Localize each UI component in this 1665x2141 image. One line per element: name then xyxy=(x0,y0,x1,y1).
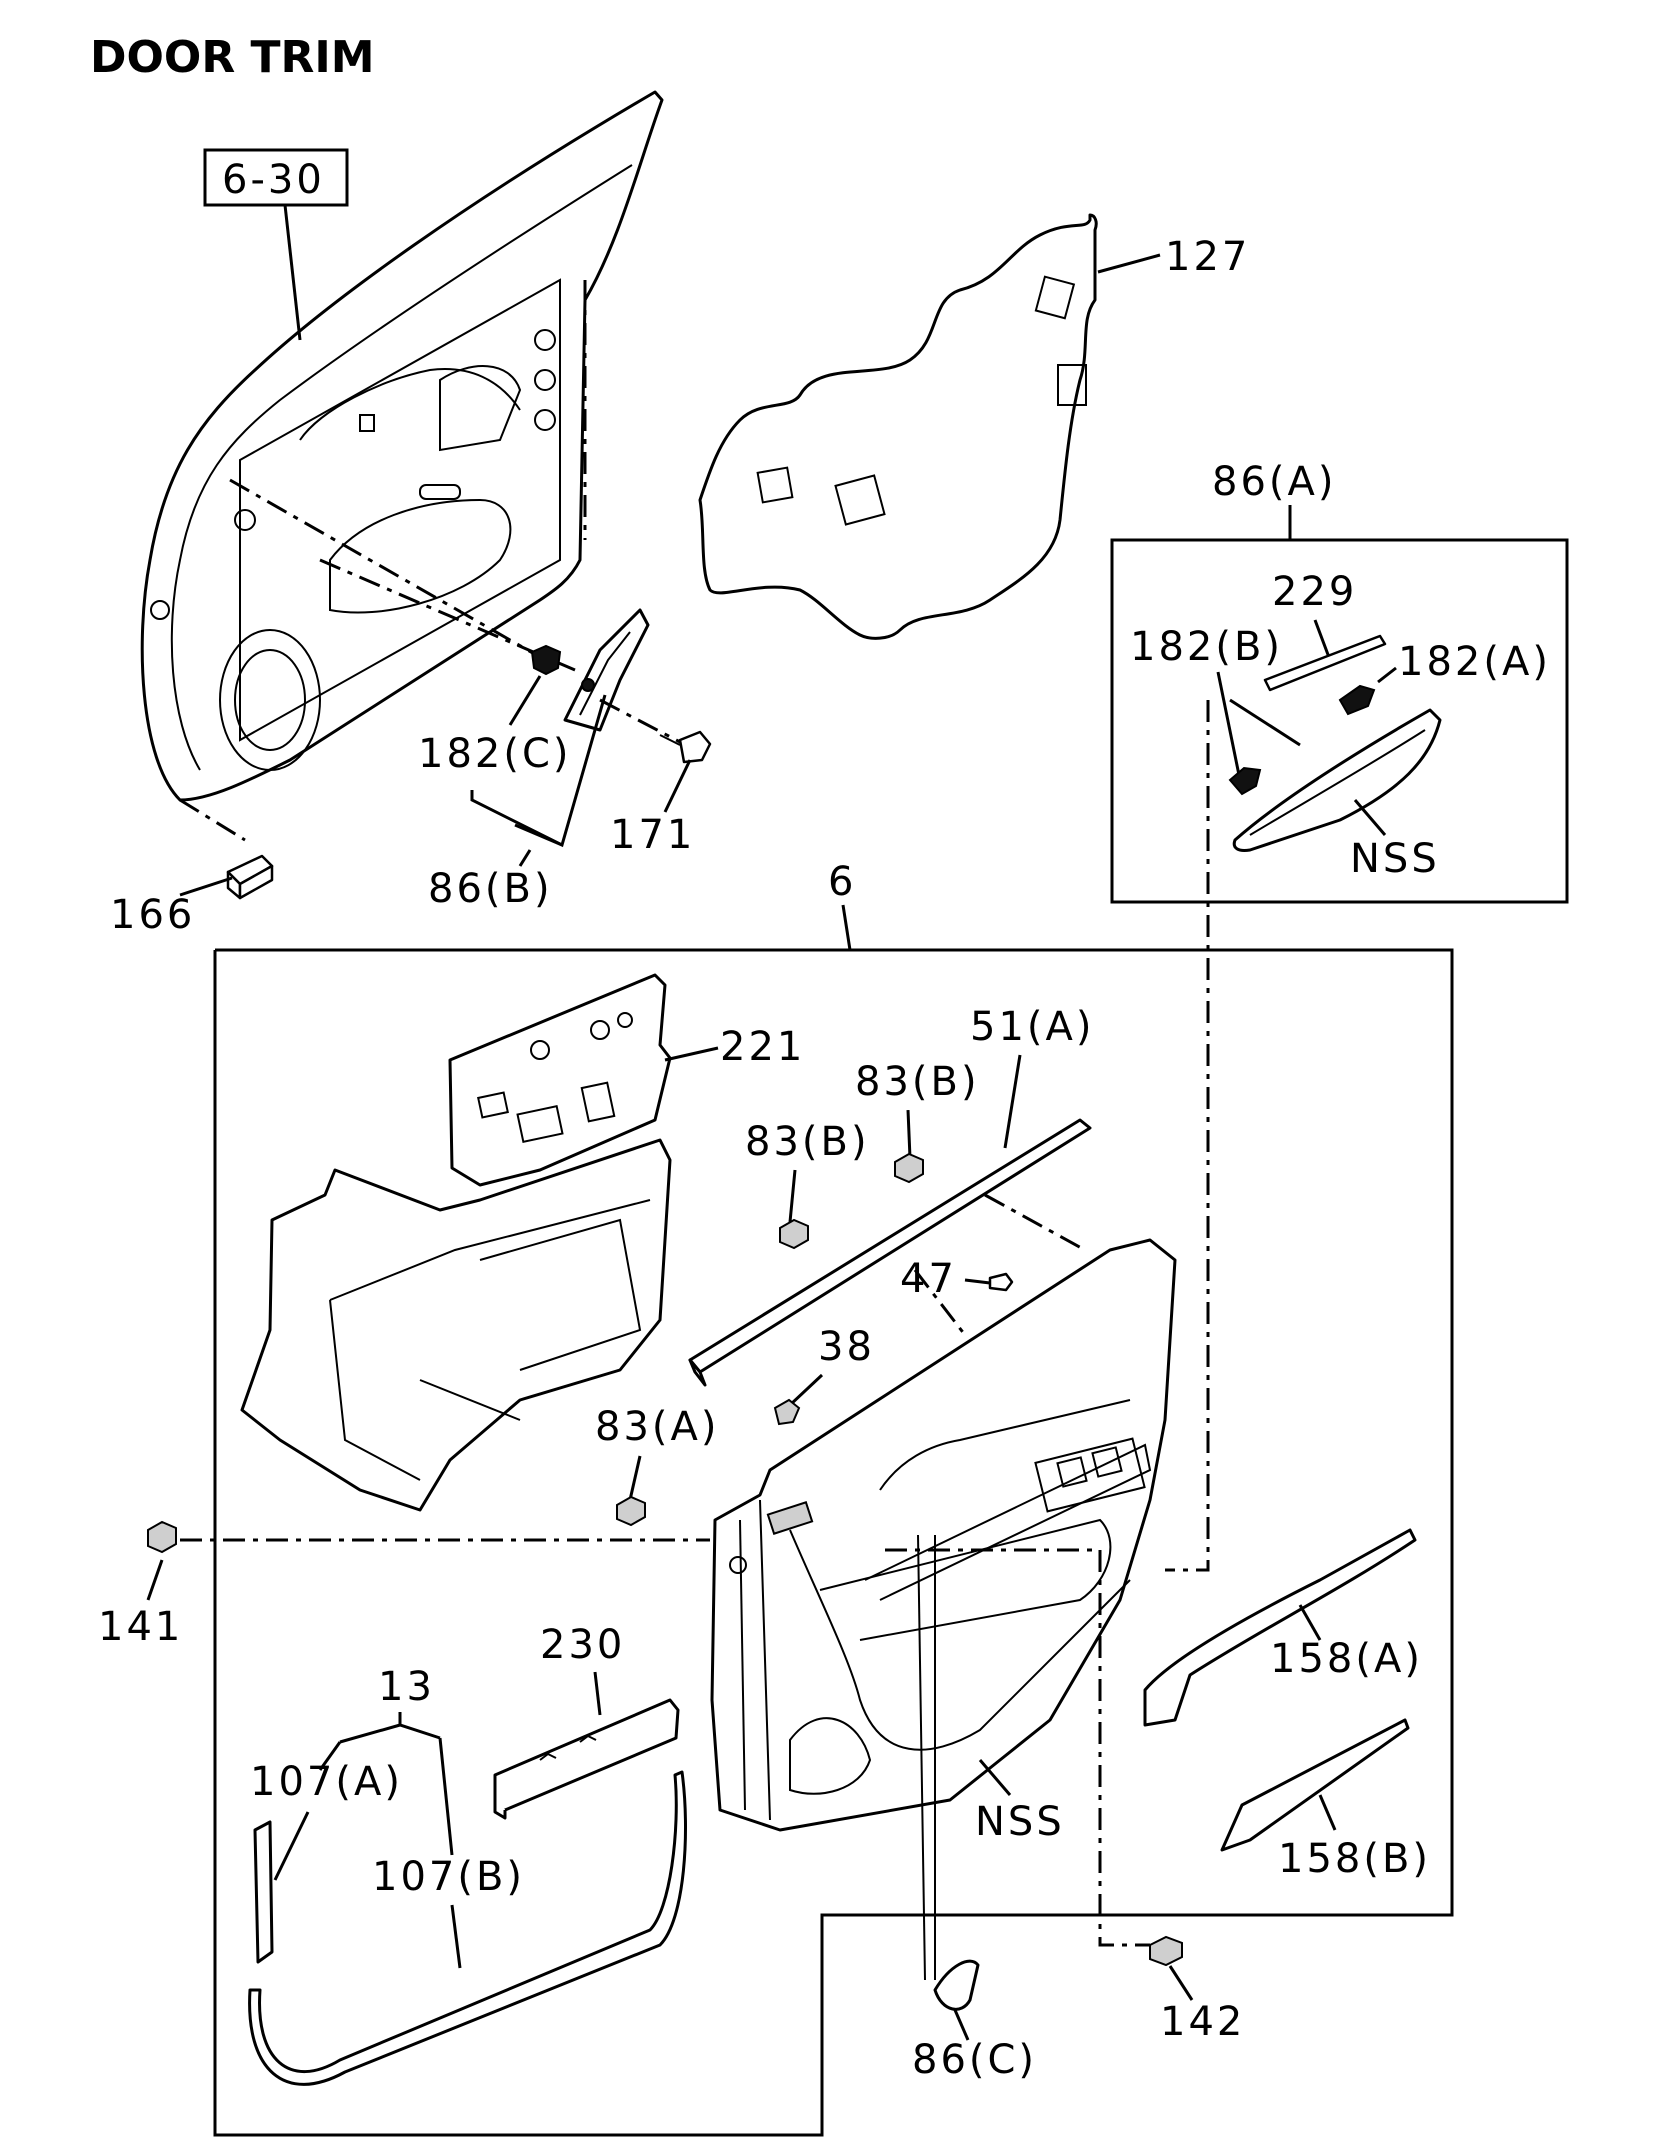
inset-trim-strip-229 xyxy=(1263,634,1387,692)
insulator-221 xyxy=(448,973,672,1187)
door-trim-panel xyxy=(710,1238,1177,1832)
inset-clip-182a xyxy=(1338,684,1376,716)
trim-strip-158b xyxy=(1220,1718,1410,1852)
callout-182a: 182(A) xyxy=(1398,639,1551,685)
callout-86c: 86(C) xyxy=(912,2037,1037,2083)
screw-171 xyxy=(659,730,712,764)
trim-strip-158a xyxy=(1143,1528,1417,1727)
callout-13: 13 xyxy=(378,1664,435,1710)
clip-182c xyxy=(530,644,562,676)
assembly-box-6 xyxy=(213,948,1454,2137)
callout-6-30: 6-30 xyxy=(222,157,325,203)
callout-6: 6 xyxy=(828,859,856,905)
switch-bezel-230 xyxy=(493,1698,680,1820)
callout-142: 142 xyxy=(1160,1999,1245,2045)
inset-armrest-piece xyxy=(1232,708,1442,852)
callout-221: 221 xyxy=(720,1024,805,1070)
callout-51a: 51(A) xyxy=(970,1004,1094,1050)
water-seal-sheet-127 xyxy=(698,213,1098,640)
callout-182c: 182(C) xyxy=(418,731,572,777)
callout-nss-panel: NSS xyxy=(975,1799,1065,1845)
callout-83b-2: 83(B) xyxy=(745,1119,870,1165)
screw-142 xyxy=(1149,1935,1183,1967)
callout-158a: 158(A) xyxy=(1270,1636,1423,1682)
callout-86b: 86(B) xyxy=(428,866,553,912)
cover-86c xyxy=(933,1959,980,2011)
clip-83a xyxy=(616,1495,646,1527)
callout-nss-inset: NSS xyxy=(1350,836,1440,882)
callout-182b: 182(B) xyxy=(1130,624,1283,670)
callout-141: 141 xyxy=(98,1604,183,1650)
callout-86a: 86(A) xyxy=(1212,459,1336,505)
diagram-title: DOOR TRIM xyxy=(90,32,375,83)
clip-141 xyxy=(147,1520,177,1554)
callout-107a: 107(A) xyxy=(250,1759,403,1805)
callout-230: 230 xyxy=(540,1622,625,1668)
callout-171: 171 xyxy=(610,812,695,858)
callout-38: 38 xyxy=(818,1324,875,1370)
callout-107b: 107(B) xyxy=(372,1854,525,1900)
callout-83a: 83(A) xyxy=(595,1404,719,1450)
molding-107b xyxy=(248,1770,688,2086)
inset-box-86a xyxy=(1110,538,1569,904)
clip-83b-1 xyxy=(894,1152,924,1184)
screw-47 xyxy=(988,1272,1014,1292)
ref-box-6-30 xyxy=(203,148,349,207)
callout-166: 166 xyxy=(110,892,195,938)
nut-38 xyxy=(773,1398,801,1426)
clip-83b-2 xyxy=(779,1218,809,1250)
callout-83b-1: 83(B) xyxy=(855,1059,980,1105)
callout-127: 127 xyxy=(1165,234,1250,280)
plug-166 xyxy=(226,854,274,900)
inset-clip-182b xyxy=(1228,766,1262,796)
callout-229: 229 xyxy=(1272,569,1357,615)
trim-pad-inner-piece xyxy=(240,1138,672,1512)
bracket-86b xyxy=(563,608,650,732)
callout-47: 47 xyxy=(900,1256,957,1302)
callout-158b: 158(B) xyxy=(1278,1836,1431,1882)
door-inner-panel xyxy=(140,90,664,802)
weatherstrip-51a xyxy=(688,1118,1092,1387)
molding-107a xyxy=(253,1820,274,1964)
